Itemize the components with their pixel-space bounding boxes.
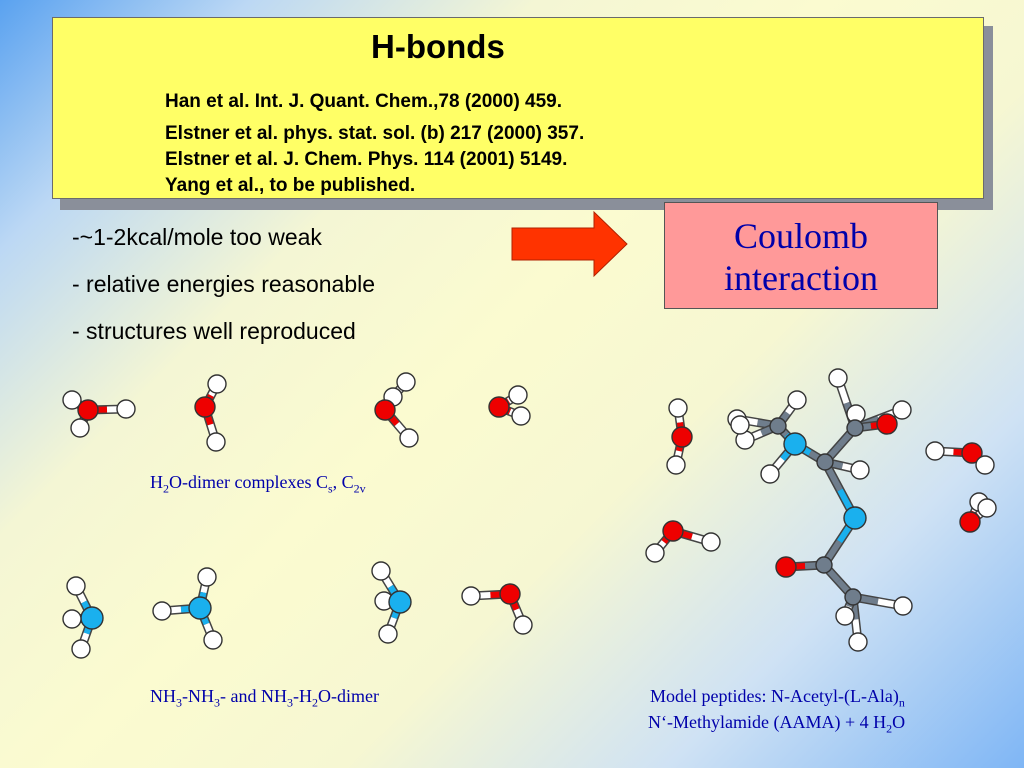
ammonia-dimer-3-atom <box>378 624 398 644</box>
peptide-waters-atom <box>666 455 686 475</box>
water-dimer-3-atom <box>396 372 416 392</box>
peptide-aama-atom <box>828 368 848 388</box>
ammonia-dimer-1-atom <box>62 609 82 629</box>
coulomb-line-1: Coulomb <box>733 216 868 256</box>
peptide-caption-line-2: N‘-Methylamide (AAMA) + 4 H2O <box>648 712 906 736</box>
water-dimer-1-atom <box>70 418 90 438</box>
peptide-aama-atom <box>730 415 750 435</box>
peptide-aama-atom <box>775 556 797 578</box>
right-arrow-icon <box>511 210 628 278</box>
bullet-3: - structures well reproduced <box>72 318 356 344</box>
peptide-waters-atom <box>671 426 693 448</box>
peptide-waters-atom <box>662 520 684 542</box>
ammonia-dimer-1-atom <box>66 576 86 596</box>
reference-2: Elstner et al. phys. stat. sol. (b) 217 … <box>165 123 585 144</box>
ammonia-water-dimer-atom <box>513 615 533 635</box>
ammonia-water-dimer-atom <box>499 583 521 605</box>
reference-1: Han et al. Int. J. Quant. Chem.,78 (2000… <box>165 91 563 112</box>
peptide-waters-atom <box>959 511 981 533</box>
peptide-waters-atom <box>701 532 721 552</box>
water-dimer-caption: H2O-dimer complexes Cs, C2v <box>150 472 366 496</box>
ammonia-dimer-2-atom <box>152 601 172 621</box>
peptide-aama-atom <box>892 400 912 420</box>
water-dimer-2-atom <box>206 432 226 452</box>
peptide-aama-atom <box>760 464 780 484</box>
peptide-aama-atom <box>787 390 807 410</box>
molecule-models <box>62 368 997 659</box>
peptide-waters-atom <box>925 441 945 461</box>
peptide-aama-atom <box>815 556 833 574</box>
bullet-2: - relative energies reasonable <box>72 271 376 297</box>
water-dimer-2-atom <box>207 374 227 394</box>
ammonia-dimer-1-atom <box>71 639 91 659</box>
water-dimer-1-atom <box>77 399 99 421</box>
water-dimer-1-atom <box>116 399 136 419</box>
peptide-aama-atom <box>893 596 913 616</box>
reference-4: Yang et al., to be published. <box>165 175 416 196</box>
peptide-waters-atom <box>975 455 995 475</box>
peptide-aama-atom <box>783 432 807 456</box>
ammonia-water-dimer-atom <box>461 586 481 606</box>
peptide-aama-atom <box>876 413 898 435</box>
ammonia-dimer-3-atom <box>371 561 391 581</box>
ammonia-dimer-2-atom <box>188 596 212 620</box>
ammonia-dimer-2-atom <box>203 630 223 650</box>
peptide-aama-atom <box>846 419 864 437</box>
peptide-waters-atom <box>977 498 997 518</box>
reference-3: Elstner et al. J. Chem. Phys. 114 (2001)… <box>165 149 568 170</box>
peptide-aama-atom <box>843 506 867 530</box>
peptide-aama-atom <box>844 588 862 606</box>
water-dimer-3-atom <box>399 428 419 448</box>
water-dimer-4-atom <box>511 406 531 426</box>
ammonia-dimer-caption: NH3-NH3- and NH3-H2O-dimer <box>150 686 379 710</box>
peptide-aama-atom <box>769 417 787 435</box>
peptide-waters-atom <box>961 442 983 464</box>
peptide-caption-line-1: Model peptides: N-Acetyl-(L-Ala)n <box>650 686 905 710</box>
water-dimer-3-atom <box>374 399 396 421</box>
water-dimer-1-atom <box>62 390 82 410</box>
ammonia-dimer-3-atom <box>388 590 412 614</box>
title-box: H-bonds Han et al. Int. J. Quant. Chem.,… <box>52 17 984 199</box>
slide-title: H-bonds <box>371 28 505 65</box>
peptide-aama-atom <box>850 460 870 480</box>
peptide-waters-atom <box>668 398 688 418</box>
ammonia-dimer-2-atom <box>197 567 217 587</box>
water-dimer-2-atom <box>194 396 216 418</box>
peptide-aama-atom <box>835 606 855 626</box>
ammonia-dimer-1-atom <box>80 606 104 630</box>
water-dimer-4-atom <box>488 396 510 418</box>
coulomb-line-2: interaction <box>724 258 878 298</box>
coulomb-interaction-box: Coulomb interaction <box>664 202 938 309</box>
peptide-aama-atom <box>848 632 868 652</box>
water-dimer-4-atom <box>508 385 528 405</box>
peptide-waters-atom <box>645 543 665 563</box>
bullet-1: -~1-2kcal/mole too weak <box>72 224 322 250</box>
peptide-aama-atom <box>816 453 834 471</box>
